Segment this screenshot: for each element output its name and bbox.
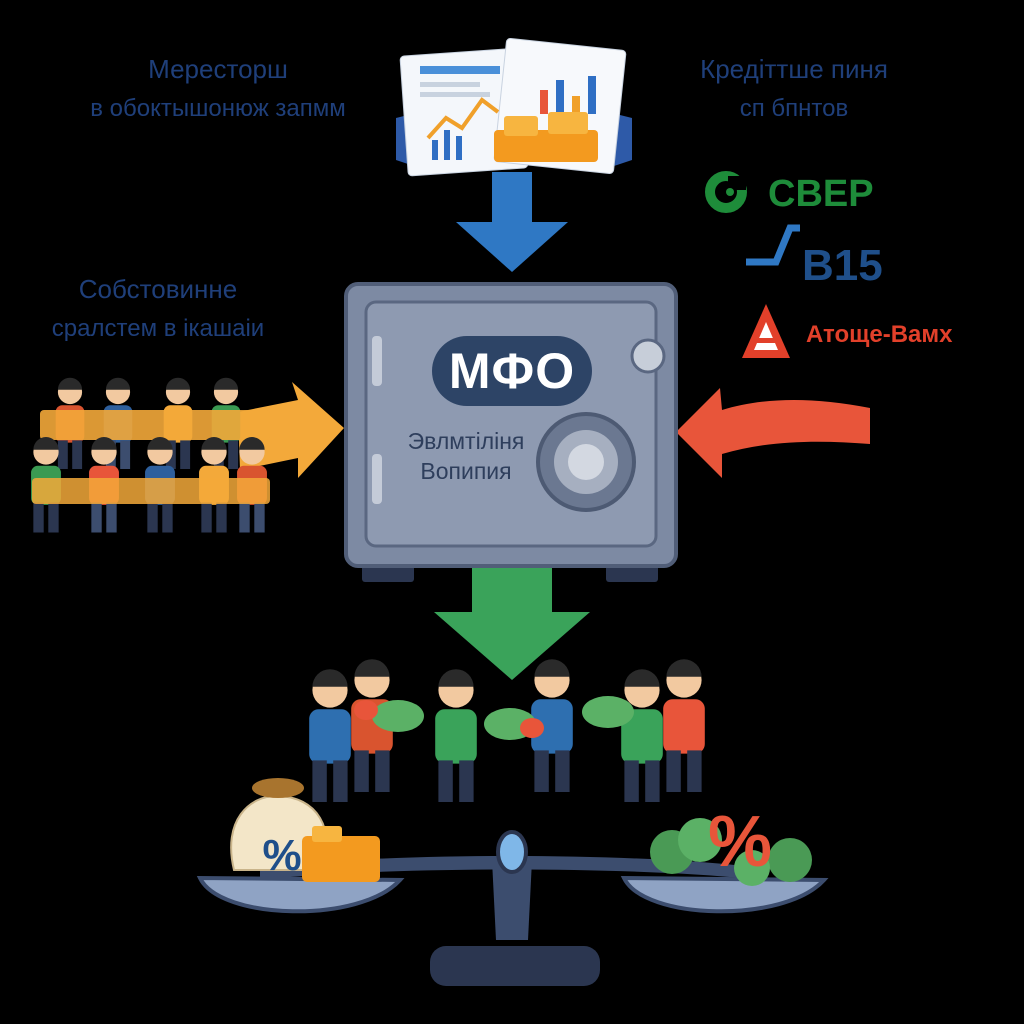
scale-left-percent: % bbox=[262, 831, 301, 880]
safe-caption-line-2: Вопипия bbox=[420, 458, 512, 484]
top-left-label-line-1: Мересторш bbox=[148, 54, 288, 84]
person-icon bbox=[663, 659, 705, 792]
balance-scale-icon bbox=[196, 778, 829, 986]
safe-caption: Эвлмтіліня Вопипия bbox=[392, 426, 540, 486]
bank-name-sber: СВЕР bbox=[768, 173, 874, 215]
crowd-icon bbox=[31, 377, 270, 533]
left-label-line-2: сралстем в ікашаіи bbox=[52, 315, 264, 342]
coin-icon bbox=[354, 700, 378, 720]
top-left-label-line-2: в обоктышонюж запмм bbox=[90, 95, 346, 122]
person-icon bbox=[351, 659, 393, 792]
person-icon bbox=[621, 669, 663, 802]
safe-badge-mfo: МФО bbox=[432, 336, 592, 406]
top-right-label-line-2: сп бпнтов bbox=[740, 95, 848, 122]
safe-caption-line-1: Эвлмтіліня bbox=[407, 428, 525, 454]
coin-icon bbox=[520, 718, 544, 738]
top-right-label-line-1: Кредіттше пиня bbox=[700, 54, 888, 84]
alfa-triangle-icon bbox=[742, 304, 790, 358]
person-icon bbox=[309, 669, 351, 802]
sber-ring-icon bbox=[705, 171, 747, 213]
safe bbox=[344, 282, 678, 582]
vtb-stroke-icon bbox=[746, 224, 800, 266]
arrow-left bbox=[238, 382, 344, 478]
borrowers-group bbox=[309, 659, 705, 802]
money-icon bbox=[582, 696, 634, 728]
bank-name-vtb: В15 bbox=[802, 241, 883, 290]
money-icon bbox=[372, 700, 424, 732]
person-icon bbox=[435, 669, 477, 802]
left-label-line-1: Собстовинне bbox=[79, 274, 237, 304]
person-icon bbox=[531, 659, 573, 792]
bank-name-alfa: Атоще-Вамх bbox=[806, 321, 953, 348]
arrow-bottom bbox=[434, 568, 590, 680]
scale-right-percent: % bbox=[708, 802, 772, 882]
arrow-top bbox=[456, 172, 568, 272]
arrow-right bbox=[676, 388, 870, 478]
documents-icon bbox=[396, 37, 632, 177]
